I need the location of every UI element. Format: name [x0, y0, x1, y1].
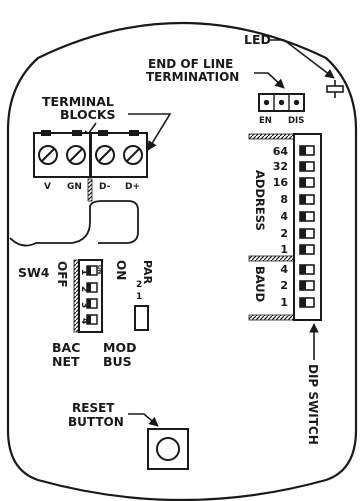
led-label: LED — [244, 32, 271, 47]
sw4-on-mark: ON — [96, 265, 102, 275]
sw4-position: 1 — [79, 269, 89, 275]
dip-toggle[interactable] — [299, 161, 315, 172]
par-value: 1 — [136, 292, 142, 302]
terminal-screw-v — [38, 145, 58, 165]
dip-toggle[interactable] — [299, 177, 315, 188]
sw4-body — [78, 259, 103, 333]
dip-toggle[interactable] — [299, 264, 315, 275]
led-component — [326, 80, 344, 98]
dip-toggle[interactable] — [299, 280, 315, 291]
terminal-blocks — [33, 130, 148, 178]
terminal-screw-gn — [66, 145, 86, 165]
terminal-screw-dplus — [123, 145, 143, 165]
en-label: EN — [259, 116, 272, 126]
sw4-off-label: OFF — [55, 261, 69, 288]
led-pointer — [270, 39, 335, 79]
sw4-position: 3 — [79, 302, 89, 308]
par-jumper[interactable] — [134, 305, 149, 331]
baud-value: 1 — [280, 296, 288, 309]
address-switches: 64 32 16 8 4 2 1 — [273, 145, 315, 256]
baud-switches: 4 2 1 — [280, 263, 315, 309]
modbus-label-2: BUS — [103, 354, 132, 369]
address-value: 4 — [280, 210, 288, 223]
sw4-toggle[interactable] — [86, 265, 98, 276]
terminal-screw-dminus — [95, 145, 115, 165]
end-of-line-label-1: END OF LINE — [148, 57, 233, 71]
reset-label-1: RESET — [72, 401, 115, 415]
baud-value: 4 — [280, 263, 288, 276]
dis-label: DIS — [288, 116, 304, 126]
terminal-pointer-right — [128, 113, 172, 151]
sw4-switches: 1 2 3 4 — [79, 265, 98, 325]
reset-pointer — [128, 413, 159, 427]
sw4-label: SW4 — [18, 265, 50, 280]
dip-toggle[interactable] — [299, 194, 315, 205]
address-value: 32 — [273, 160, 288, 173]
sw4-position: 4 — [79, 318, 89, 324]
sw4-on-label: ON — [114, 260, 128, 280]
baud-value: 2 — [280, 279, 288, 292]
address-value: 16 — [273, 176, 289, 189]
baud-label: BAUD — [253, 266, 267, 302]
bacnet-label-2: NET — [52, 354, 80, 369]
dip-toggle[interactable] — [299, 297, 315, 308]
modbus-label-1: MOD — [103, 340, 136, 355]
bacnet-label-1: BAC — [52, 340, 80, 355]
sw4-toggle[interactable] — [86, 314, 98, 325]
terminal-label-dplus: D+ — [125, 182, 140, 192]
par-label: PAR — [141, 260, 154, 285]
address-label: ADDRESS — [253, 170, 267, 231]
address-value: 64 — [273, 145, 289, 158]
terminal-label-gn: GN — [67, 182, 82, 192]
address-value: 1 — [280, 243, 288, 256]
board-section-line — [9, 200, 139, 247]
eol-jumper — [258, 93, 305, 112]
reset-button[interactable] — [147, 428, 189, 470]
terminal-label-dminus: D- — [99, 182, 111, 192]
dip-toggle[interactable] — [299, 145, 315, 156]
dip-toggle[interactable] — [299, 244, 315, 255]
address-value: 2 — [280, 227, 288, 240]
reset-label-2: BUTTON — [68, 415, 124, 429]
dip-switch-label: DIP SWITCH — [306, 364, 320, 445]
terminal-label-1: TERMINAL — [42, 94, 114, 109]
dip-toggle[interactable] — [299, 211, 315, 222]
dip-toggle[interactable] — [299, 228, 315, 239]
eol-pointer — [254, 72, 285, 89]
terminal-divider — [87, 178, 93, 202]
terminal-label-2: BLOCKS — [60, 107, 116, 122]
par-value: 2 — [136, 280, 142, 290]
sw4-toggle[interactable] — [86, 298, 98, 309]
address-value: 8 — [280, 193, 288, 206]
end-of-line-label-2: TERMINATION — [146, 70, 239, 84]
terminal-label-v: V — [44, 182, 51, 192]
board-outline — [6, 21, 358, 501]
sw4-position: 2 — [79, 286, 89, 292]
sw4-toggle[interactable] — [86, 282, 98, 293]
